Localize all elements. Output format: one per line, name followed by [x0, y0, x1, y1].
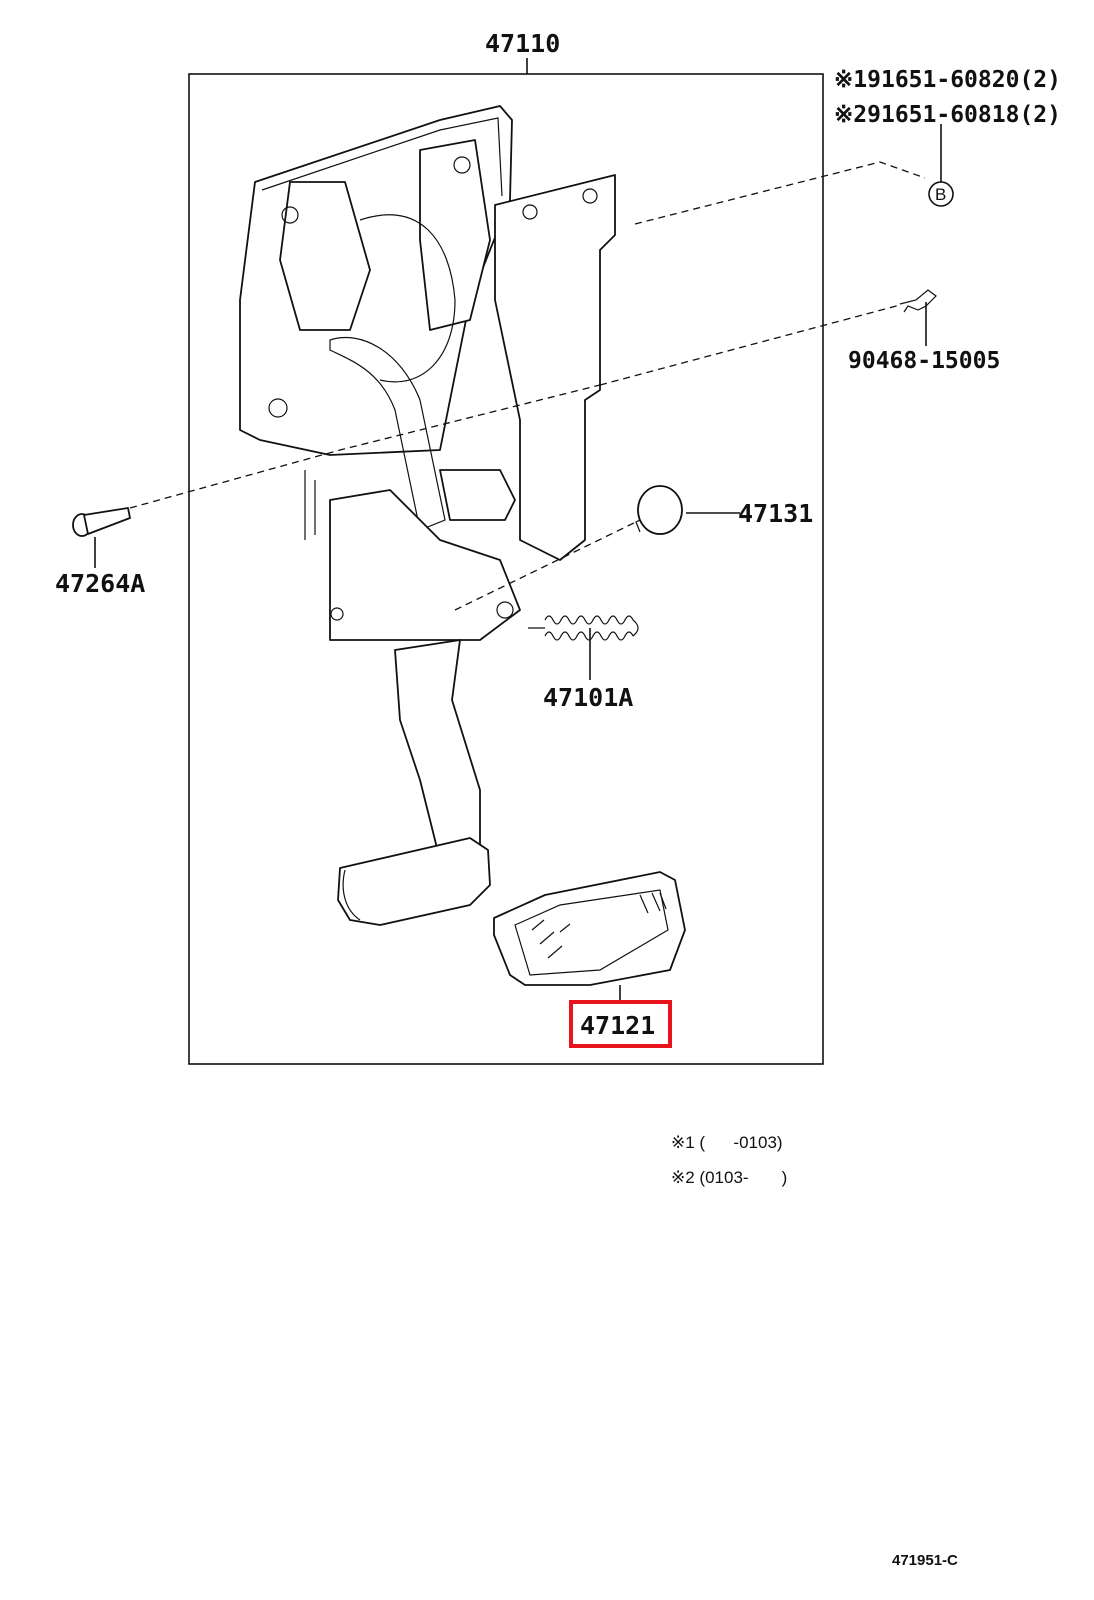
circle-marker-b-label: B — [935, 185, 946, 204]
clip-drawing — [899, 289, 937, 313]
pedal-pad-callout[interactable]: 47121 — [580, 1011, 655, 1040]
bolt-1-callout[interactable]: ※191651-60820(2) — [834, 67, 1061, 93]
dashed-guides — [129, 161, 926, 611]
pedal-bracket-drawing — [239, 105, 616, 926]
note-1: ※1 ( -0103) — [671, 1133, 783, 1152]
figure-code: 471951-C — [892, 1552, 958, 1569]
assembly-label[interactable]: 47110 — [485, 29, 560, 58]
pin-drawing — [72, 507, 131, 537]
spring-drawing — [528, 615, 639, 641]
pedal-pad-highlight — [569, 1000, 672, 1048]
pedal-pad-drawing — [493, 871, 686, 986]
spring-callout[interactable]: 47101A — [543, 683, 633, 712]
assembly-frame — [188, 73, 824, 1065]
clip-callout[interactable]: 90468-15005 — [848, 348, 1000, 374]
circle-marker-b — [928, 181, 954, 207]
stopper-callout[interactable]: 47131 — [738, 499, 813, 528]
pin-callout[interactable]: 47264A — [55, 569, 145, 598]
note-2: ※2 (0103- ) — [671, 1168, 787, 1187]
bolt-2-callout[interactable]: ※291651-60818(2) — [834, 102, 1061, 128]
stopper-drawing — [635, 485, 683, 535]
